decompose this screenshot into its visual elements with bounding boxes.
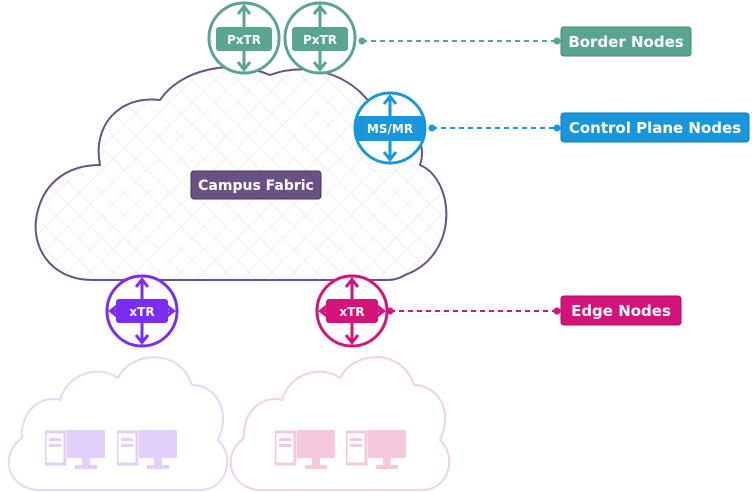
edge-node-left[interactable]: xTR: [105, 274, 179, 348]
svg-text:Campus Fabric: Campus Fabric: [198, 178, 314, 194]
campus-fabric-label: Campus Fabric: [190, 170, 322, 200]
legend-edge-nodes: Edge Nodes: [560, 295, 682, 326]
site-cloud-right: [229, 356, 451, 491]
svg-text:xTR: xTR: [129, 305, 154, 319]
border-node-1[interactable]: PxTR: [207, 1, 281, 75]
legend-border-nodes: Border Nodes: [560, 26, 692, 57]
edge-node-right[interactable]: xTR: [315, 274, 389, 348]
svg-text:Edge Nodes: Edge Nodes: [571, 302, 671, 320]
svg-text:xTR: xTR: [339, 305, 364, 319]
legend-control-plane-nodes: Control Plane Nodes: [560, 112, 750, 143]
svg-text:Border Nodes: Border Nodes: [568, 33, 683, 51]
svg-text:PxTR: PxTR: [303, 33, 337, 47]
site-cloud-left: [7, 356, 229, 491]
svg-text:MS/MR: MS/MR: [367, 122, 413, 136]
border-node-2[interactable]: PxTR: [283, 1, 357, 75]
svg-text:Control Plane Nodes: Control Plane Nodes: [569, 119, 741, 137]
control-plane-node[interactable]: MS/MR: [353, 91, 427, 165]
svg-text:PxTR: PxTR: [227, 33, 261, 47]
